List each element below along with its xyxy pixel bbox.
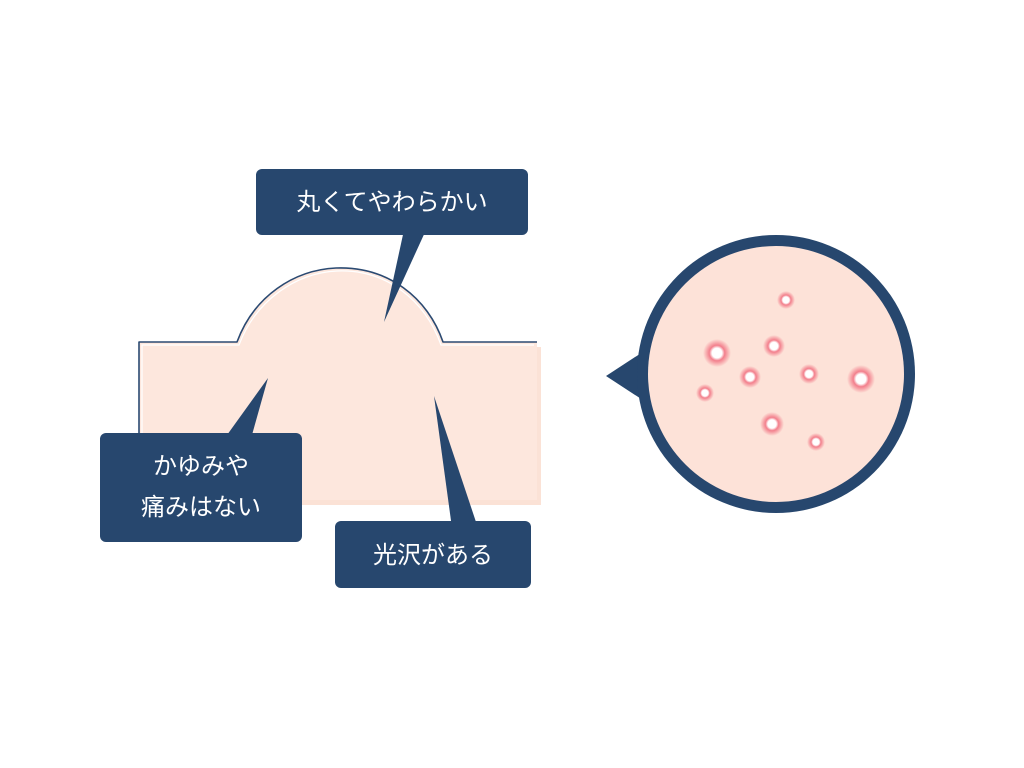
- callout-box: [100, 433, 302, 542]
- label-no-itch-line1: かゆみや: [153, 452, 249, 480]
- callout-pointer: [384, 230, 426, 322]
- spot: [799, 364, 819, 384]
- spot: [703, 339, 731, 367]
- callout-soft-round: 丸くてやわらかい: [256, 169, 528, 322]
- callout-box: [256, 169, 528, 235]
- label-no-itch-line2: 痛みはない: [141, 493, 261, 521]
- spot: [763, 335, 785, 357]
- callout-pointer: [222, 378, 268, 442]
- magnified-skin-view: [606, 235, 915, 513]
- callout-pointer: [434, 396, 478, 528]
- label-glossy: 光沢がある: [373, 541, 493, 569]
- label-soft-round: 丸くてやわらかい: [296, 188, 487, 216]
- callout-glossy: 光沢がある: [335, 396, 531, 588]
- skin-outline-inner: [141, 270, 534, 497]
- spot: [696, 384, 714, 402]
- magnifier-skin: [648, 246, 904, 502]
- spot: [807, 433, 825, 451]
- spot: [760, 412, 784, 436]
- skin-outline: [138, 267, 537, 500]
- callout-box: [335, 521, 531, 588]
- spot: [777, 291, 795, 309]
- skin-spots: [696, 291, 875, 451]
- callout-no-itch: かゆみや 痛みはない: [100, 378, 302, 542]
- spot: [847, 365, 875, 393]
- spot: [739, 366, 761, 388]
